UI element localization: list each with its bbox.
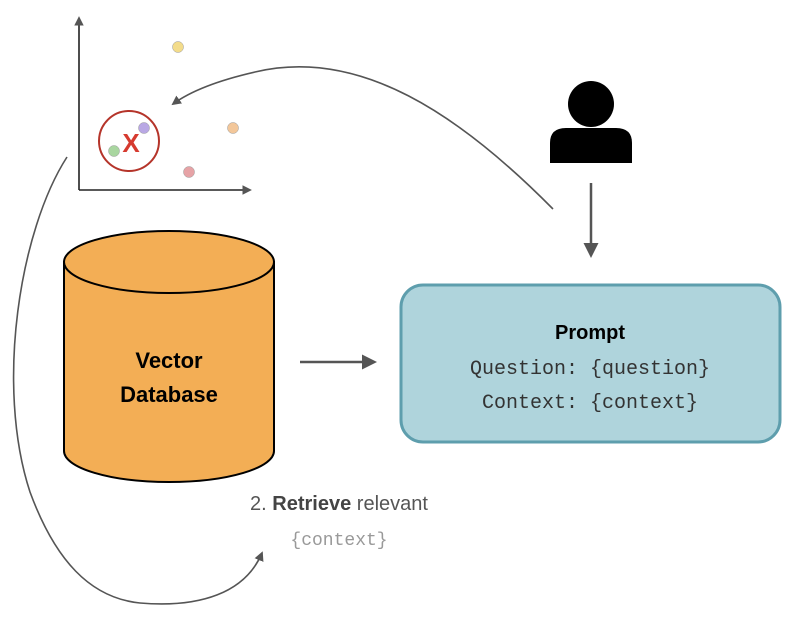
prompt-context-line: Context: {context}	[482, 392, 698, 415]
retrieval-arrow	[12, 156, 264, 605]
prompt-question-line: Question: {question}	[470, 358, 710, 381]
database-label-line1: Vector	[135, 348, 203, 373]
data-point	[108, 145, 120, 157]
data-point	[227, 122, 239, 134]
data-point	[172, 41, 184, 53]
retrieved-highlight-circle	[98, 110, 160, 172]
prompt-title: Prompt	[555, 322, 625, 344]
query-embedding-arrow	[171, 66, 554, 210]
data-point	[183, 166, 195, 178]
vector-database: Vector Database	[63, 230, 275, 483]
step-object: relevant	[357, 493, 429, 515]
step-number: 2.	[250, 493, 267, 515]
step-verb: Retrieve	[272, 493, 351, 515]
embedding-plot: X	[74, 16, 252, 195]
query-marker: X	[122, 128, 140, 158]
step-context-placeholder: {context}	[290, 531, 387, 551]
data-point	[138, 122, 150, 134]
svg-text:2. Retrieve relevant: 2. Retrieve relevant	[250, 493, 428, 515]
prompt-box: Prompt Question: {question} Context: {co…	[399, 283, 782, 444]
database-label-line2: Database	[120, 382, 218, 407]
user-icon	[550, 81, 632, 163]
retrieve-step-caption: 2. Retrieve relevant {context}	[250, 493, 428, 551]
